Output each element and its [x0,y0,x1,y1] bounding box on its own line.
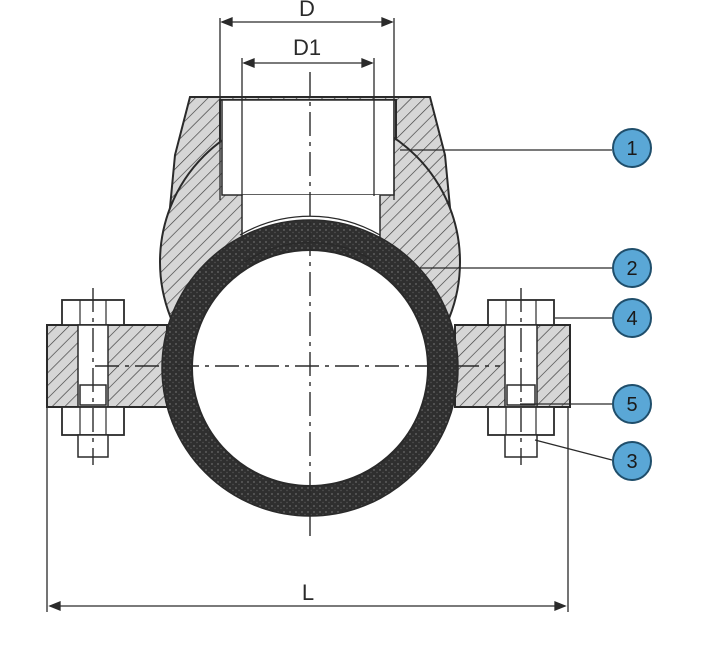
dimension-d [219,17,395,200]
callout-1: 1 [612,128,652,168]
callout-5-label: 5 [626,394,637,416]
dimension-d1 [241,58,375,196]
callout-4: 4 [612,298,652,338]
callout-3-label: 3 [626,451,637,473]
callout-4-label: 4 [626,308,637,330]
centerlines [92,72,522,540]
callout-2-label: 2 [626,258,637,280]
leader-lines [400,149,613,461]
callout-3: 3 [612,441,652,481]
dimension-d1-label: D1 [293,35,321,60]
callout-5: 5 [612,384,652,424]
callout-1-label: 1 [626,138,637,160]
dimension-l [46,407,569,612]
dimension-l-label: L [302,580,314,605]
dimension-d-label: D [299,0,315,21]
callout-2: 2 [612,248,652,288]
